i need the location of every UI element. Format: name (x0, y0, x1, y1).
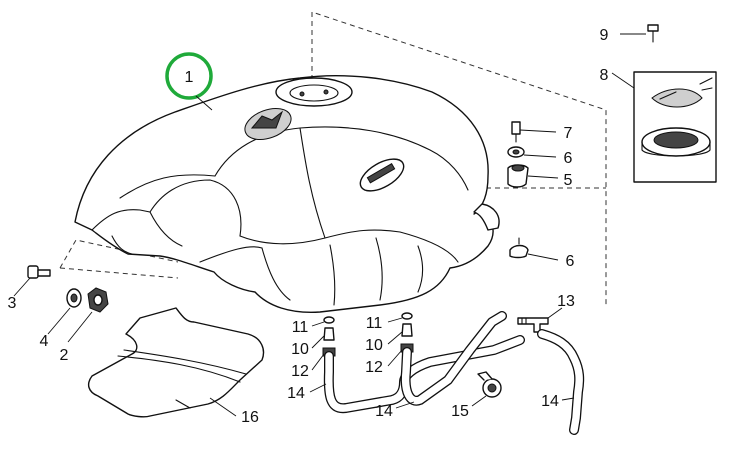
bolt-3 (13, 265, 51, 297)
callout-8: 8 (600, 67, 609, 84)
callout-2: 2 (60, 347, 69, 364)
callout-4: 4 (40, 333, 49, 350)
hose-14-middle (395, 311, 507, 409)
grommet-5 (507, 164, 559, 188)
callout-12-middle: 12 (365, 359, 383, 376)
screw-9 (620, 24, 659, 43)
washer-6-upper (507, 146, 557, 158)
callout-3: 3 (8, 295, 17, 312)
highlight-circle (165, 52, 213, 100)
callout-11-middle: 11 (366, 315, 383, 332)
callout-5: 5 (564, 172, 573, 189)
callout-11-left: 11 (292, 319, 309, 336)
callout-10-middle: 10 (365, 337, 383, 354)
callout-12-left: 12 (291, 363, 309, 380)
fitting-stack-left (311, 316, 336, 371)
washer-4 (47, 288, 82, 335)
callout-7: 7 (564, 125, 573, 142)
callout-13: 13 (557, 293, 575, 310)
callout-15: 15 (451, 403, 469, 420)
callout-6-lower: 6 (566, 253, 575, 270)
callout-10-left: 10 (291, 341, 309, 358)
washer-6-lower (509, 237, 559, 261)
fuel-tank (74, 74, 500, 314)
hose-clamp-15 (471, 371, 502, 407)
rubber-mat-16 (87, 307, 265, 418)
leader-line (195, 95, 213, 111)
hose-14-left (309, 335, 525, 414)
callout-labels: 1 9 8 7 6 5 6 3 4 2 11 10 12 14 11 10 12… (8, 27, 609, 426)
hose-14-right (537, 329, 585, 435)
callout-6-upper: 6 (564, 150, 573, 167)
callout-14-right: 14 (541, 393, 559, 410)
bolt-7 (511, 121, 557, 143)
callout-14-middle: 14 (375, 403, 393, 420)
callout-16: 16 (241, 409, 259, 426)
t-connector-13 (517, 307, 563, 333)
callout-1: 1 (185, 69, 194, 86)
filler-cap-kit-8 (611, 71, 717, 183)
callout-14-left: 14 (287, 385, 305, 402)
callout-9: 9 (600, 27, 609, 44)
nut-2 (67, 287, 109, 343)
